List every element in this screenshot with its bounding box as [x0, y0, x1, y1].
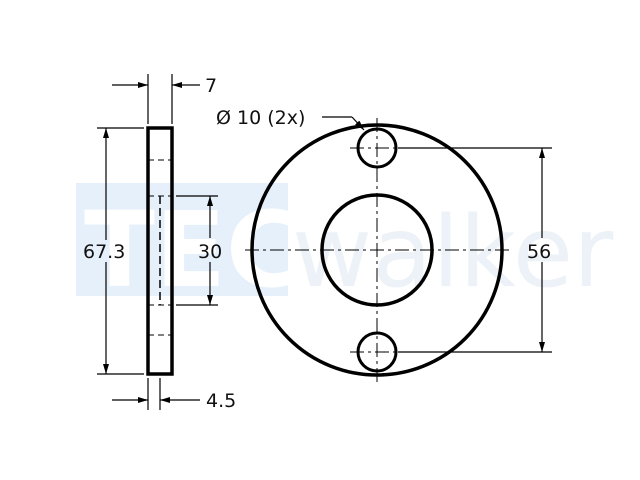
side-view-outline — [146, 126, 174, 376]
dim-bore — [176, 195, 218, 306]
dim-bore-label: 30 — [198, 241, 222, 263]
watermark-text-right: walker — [292, 196, 614, 310]
dim-thickness — [112, 74, 200, 124]
dim-shoulder-label: 4.5 — [206, 390, 236, 412]
dim-shoulder — [112, 378, 200, 410]
dim-hole-spacing — [398, 147, 552, 353]
dim-hole-spacing-label: 56 — [527, 241, 551, 263]
dim-outer-height-label: 67.3 — [83, 241, 125, 263]
side-view — [146, 126, 174, 376]
dim-outer-height — [97, 127, 144, 375]
hole-callout-label: Ø 10 (2x) — [216, 107, 305, 129]
center-lines — [245, 118, 510, 382]
hole-callout-leader — [322, 116, 365, 131]
dim-thickness-label: 7 — [205, 75, 217, 97]
